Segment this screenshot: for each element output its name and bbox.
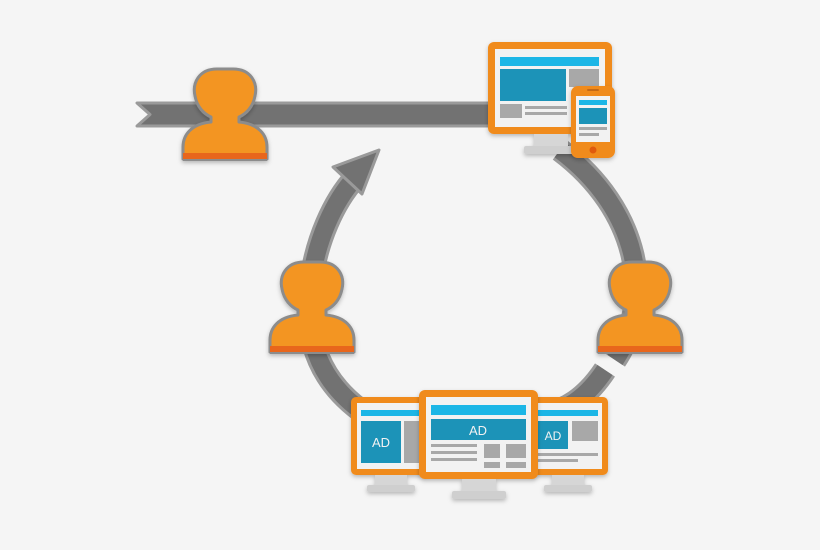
smartphone-icon [571, 86, 615, 158]
curved-arrow-icon [331, 148, 381, 196]
person-icon [268, 260, 356, 356]
ad-monitor-icon: AD [419, 390, 538, 499]
person-icon [596, 260, 684, 356]
desktop-monitor-icon [488, 42, 612, 154]
ad-label: AD [545, 429, 562, 443]
ad-monitor-icon: AD [528, 397, 608, 492]
track-ribbon [135, 101, 512, 128]
ad-monitor-icon: AD [351, 397, 431, 492]
ad-label: AD [469, 423, 487, 438]
ad-label: AD [372, 435, 390, 450]
